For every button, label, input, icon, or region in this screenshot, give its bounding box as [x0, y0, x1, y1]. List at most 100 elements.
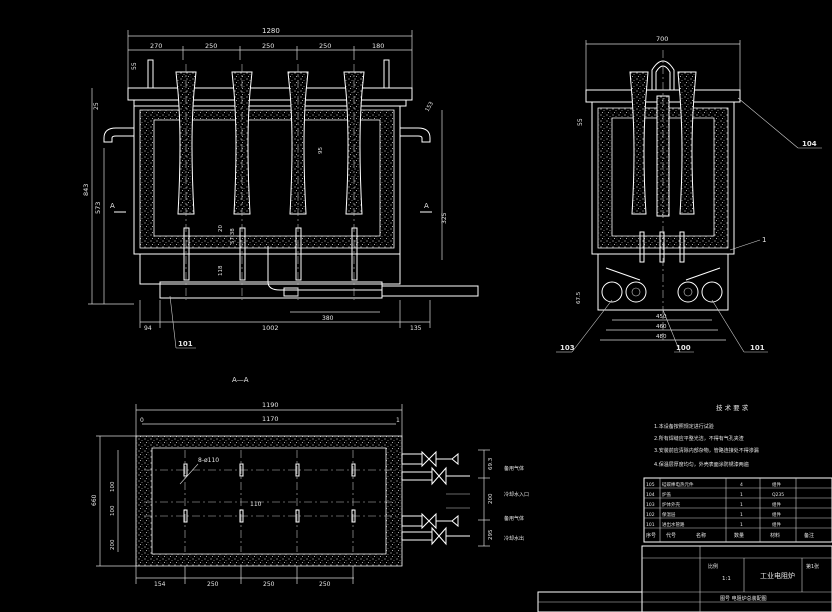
parts-cell: 105	[646, 482, 655, 488]
plan-pipe-label-1: 备用气体	[504, 465, 524, 472]
plan-pipe-label-2: 冷却水入口	[504, 491, 529, 498]
parts-cell: 4	[740, 482, 743, 488]
front-dim-seg-5: 180	[372, 42, 384, 50]
side-wheels	[601, 281, 723, 303]
parts-cell: 硅碳棒电热元件	[662, 481, 694, 488]
front-dim-bottom-left: 94	[144, 325, 152, 332]
parts-header-cell: 数量	[734, 532, 744, 539]
front-dim-seg-2: 250	[205, 42, 217, 50]
front-inner-dim-4: 95	[318, 147, 324, 154]
plan-holes	[183, 463, 356, 523]
parts-header-cell: 名称	[696, 532, 706, 539]
plan-dim-bottom-4: 250	[319, 581, 331, 588]
side-callout-top-right: 104	[802, 140, 817, 148]
parts-cell: 组件	[772, 501, 781, 508]
parts-cell: 组件	[772, 511, 781, 518]
plan-pipes	[401, 450, 470, 546]
side-view: 700 55 450 460 4	[556, 35, 822, 353]
parts-header-cell: 序号	[646, 532, 656, 539]
plan-left-dim-a: 100	[110, 481, 116, 492]
front-dim-seg-1: 270	[150, 42, 162, 50]
title-bottom-text: 图号 电阻炉总装配图	[720, 595, 767, 602]
plan-right-dim-c: 295	[488, 529, 494, 540]
title-drawing-name: 工业电阻炉	[760, 571, 795, 580]
front-inner-dim-1: 57.38	[230, 228, 236, 244]
note-item-4: 4.保温层厚度均匀，外壳表面涂防锈漆两遍	[654, 461, 749, 468]
side-callout-bottom-left: 103	[560, 344, 575, 352]
title-scale: 1:1	[722, 576, 731, 582]
plan-section-title: A—A	[232, 376, 249, 384]
title-block: 工业电阻炉 比例 1:1 第1张 图号 电阻炉总装配图	[537, 545, 832, 612]
title-sheet: 第1张	[806, 563, 819, 570]
notes-title: 技 术 要 求	[716, 403, 749, 412]
front-inner-dim-2: 20	[218, 225, 224, 232]
parts-cell: 1	[740, 512, 743, 518]
side-callout-mid-right: 1	[762, 236, 766, 244]
front-right-dim-2: 325	[441, 212, 448, 224]
front-dim-left-b: 25	[93, 102, 100, 110]
plan-pipe-label-4: 冷却水出	[504, 535, 524, 542]
front-heating-rods	[175, 71, 365, 215]
plan-view: A—A 1190 1170 0 8-ø110 110	[91, 376, 529, 588]
plan-dim-outer: 1190	[262, 401, 279, 409]
title-scale-label: 比例	[708, 563, 718, 570]
plan-center-mark: 110	[250, 501, 262, 508]
front-dim-overall: 1280	[262, 27, 280, 35]
plan-dim-bottom-1: 154	[154, 581, 166, 588]
parts-row-3: 103 炉体外壳 1 组件	[646, 501, 781, 508]
side-dim-bottom-2: 460	[656, 324, 667, 330]
parts-table: 105 硅碳棒电热元件 4 组件 104 炉盖 1 Q235 103 炉体外壳 …	[643, 477, 832, 543]
front-dim-height-total: 843	[82, 184, 90, 196]
plan-left-number: 0	[140, 417, 144, 424]
front-dim-bottom-right: 135	[410, 325, 422, 332]
side-dim-bottom-1: 450	[656, 314, 667, 320]
note-item-1: 1.本设备按照规定进行试验	[654, 423, 714, 430]
parts-cell: Q235	[772, 492, 784, 498]
side-callout-bottom-mid: 100	[676, 344, 691, 352]
parts-cell: 104	[646, 492, 655, 498]
side-callout-bottom-right: 101	[750, 344, 765, 352]
front-section-marker-left: A	[110, 202, 115, 210]
technical-notes: 技 术 要 求 1.本设备按照规定进行试验 2.所有焊缝应平整光洁，不得有气孔夹…	[654, 403, 759, 468]
parts-cell: 炉体外壳	[662, 501, 680, 508]
parts-cell: 保温层	[662, 511, 676, 518]
note-item-3: 3.安装前应清除内部杂物，管路连接处不得渗漏	[654, 447, 759, 454]
parts-cell: 组件	[772, 481, 781, 488]
plan-hole-note: 8-ø110	[198, 457, 219, 464]
front-dim-bottom-mid: 1002	[262, 324, 279, 332]
plan-right-number: 1	[396, 417, 400, 424]
parts-cell: 103	[646, 502, 655, 508]
front-callout: 101	[178, 340, 193, 348]
front-dim-segments: 270 250 250 250 180	[150, 42, 384, 60]
plan-pipe-label-3: 备用气体	[504, 515, 524, 522]
front-dim-seg-4: 250	[319, 42, 331, 50]
front-view: 1280 270 250 250 250 180	[82, 27, 479, 349]
parts-row-5: 101 进出水管路 1 组件	[646, 521, 781, 528]
parts-header-cell: 材料	[770, 532, 780, 539]
plan-pipe-labels: 备用气体 冷却水入口 备用气体 冷却水出	[504, 465, 529, 542]
front-dim-height-lower: 573	[94, 202, 102, 214]
side-heating-rods	[629, 71, 697, 217]
parts-header: 序号 代号 名称 数量 材料 备注	[646, 532, 814, 539]
plan-left-dim-b: 100	[110, 505, 116, 516]
side-dim-top: 700	[656, 35, 668, 43]
front-dim-left-a: 55	[131, 62, 138, 70]
front-dim-pipe: 380	[322, 315, 334, 322]
front-inner-dim-3: 118	[218, 265, 224, 276]
parts-row-4: 102 保温层 1 组件	[646, 511, 781, 518]
parts-header-cell: 代号	[666, 532, 676, 539]
note-item-2: 2.所有焊缝应平整光洁，不得有气孔夹渣	[654, 435, 744, 442]
front-section-marker-right: A	[424, 202, 429, 210]
parts-cell: 101	[646, 522, 655, 528]
side-dim-left-small: 67.5	[576, 291, 582, 304]
parts-cell: 1	[740, 522, 743, 528]
plan-dim-bottom-2: 250	[207, 581, 219, 588]
side-dim-bottom-3: 480	[656, 334, 667, 340]
front-dim-seg-3: 250	[262, 42, 274, 50]
parts-header-cell: 备注	[804, 532, 814, 539]
parts-row-2: 104 炉盖 1 Q235	[646, 491, 784, 498]
parts-cell: 炉盖	[662, 491, 671, 498]
parts-cell: 102	[646, 512, 655, 518]
plan-right-dim-b: 200	[488, 493, 494, 504]
